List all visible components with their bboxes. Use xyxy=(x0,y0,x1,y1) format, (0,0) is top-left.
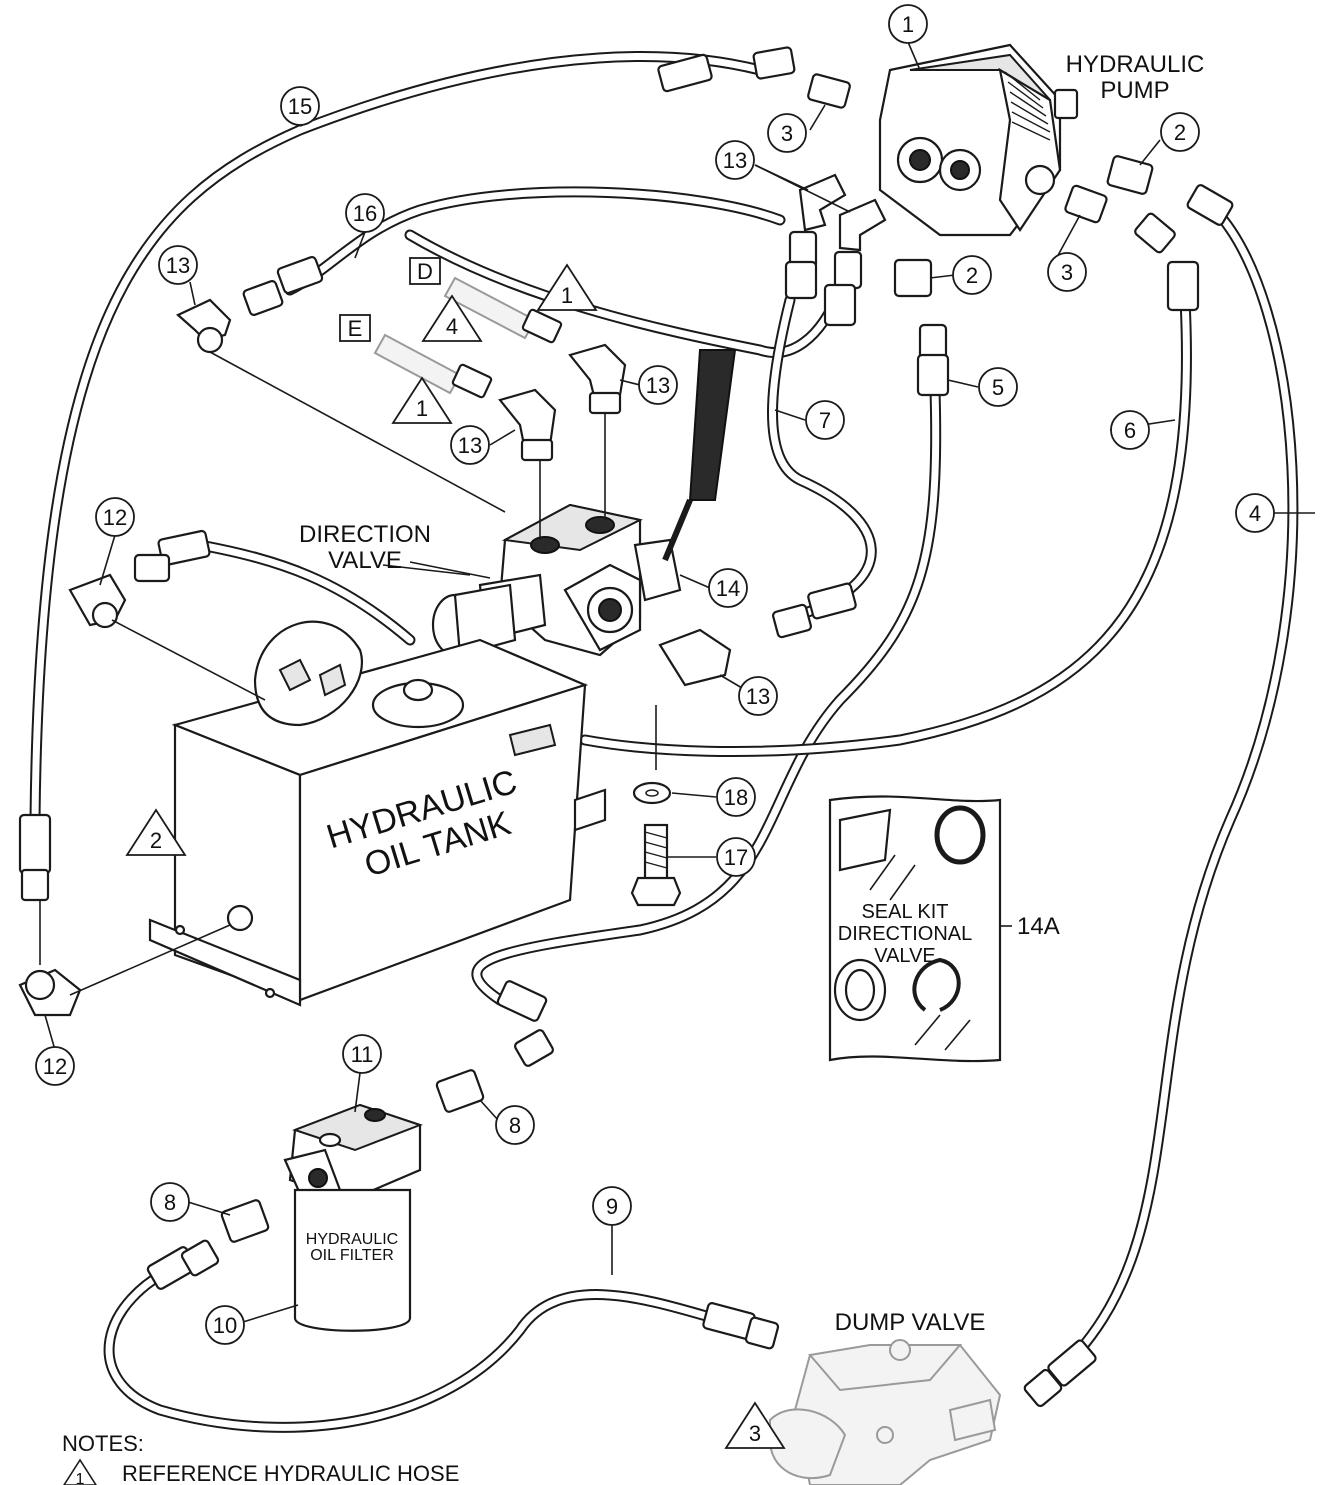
hose-ferrules xyxy=(18,46,1234,1408)
callout-9: 9 xyxy=(592,1186,632,1226)
triangle-1b-label: 1 xyxy=(416,396,428,421)
direction-valve xyxy=(431,349,737,657)
svg-text:14: 14 xyxy=(716,576,740,601)
svg-text:6: 6 xyxy=(1124,418,1136,443)
box-e-label: E xyxy=(348,316,363,341)
callout-14: 14 xyxy=(708,568,748,608)
filter-label-line2: OIL FILTER xyxy=(310,1247,394,1264)
triangle-3 xyxy=(724,1401,786,1449)
triangle-3-label: 3 xyxy=(749,1421,761,1446)
leader-lines xyxy=(39,41,1315,1323)
triangle-2 xyxy=(125,808,187,856)
callout-3b: 3 xyxy=(1047,252,1087,292)
callout-15: 15 xyxy=(280,86,320,126)
svg-text:8: 8 xyxy=(509,1113,521,1138)
notes-triangle-label: 1 xyxy=(76,1471,85,1485)
svg-text:3: 3 xyxy=(1061,260,1073,285)
hose-4 xyxy=(1044,204,1299,1386)
svg-text:2: 2 xyxy=(966,263,978,288)
seal-kit-ref-label: 14A xyxy=(1017,913,1060,940)
triangle-1a-label: 1 xyxy=(561,283,573,308)
svg-text:9: 9 xyxy=(606,1194,618,1219)
fittings xyxy=(18,73,1154,1243)
callout-17: 17 xyxy=(716,837,756,877)
callout-13e: 13 xyxy=(738,676,778,716)
callout-18: 18 xyxy=(716,777,756,817)
svg-text:13: 13 xyxy=(723,148,747,173)
svg-text:3: 3 xyxy=(781,121,793,146)
callout-13a: 13 xyxy=(715,140,755,180)
hoses xyxy=(29,51,1299,1433)
svg-text:4: 4 xyxy=(1249,501,1261,526)
triangle-4-label: 4 xyxy=(446,314,458,339)
callout-16: 16 xyxy=(345,193,385,233)
callout-11: 11 xyxy=(342,1034,382,1074)
svg-text:11: 11 xyxy=(351,1042,374,1067)
box-d-label: D xyxy=(417,259,433,284)
svg-text:12: 12 xyxy=(103,505,127,530)
svg-text:16: 16 xyxy=(353,201,377,226)
svg-text:10: 10 xyxy=(213,1313,237,1338)
hydraulic-oil-filter xyxy=(283,1103,423,1332)
callout-12a: 12 xyxy=(95,497,135,537)
dump-valve-label: DUMP VALVE xyxy=(835,1309,986,1336)
svg-text:13: 13 xyxy=(166,253,190,278)
callout-7: 7 xyxy=(805,400,845,440)
svg-text:18: 18 xyxy=(724,785,748,810)
note-1-text: REFERENCE HYDRAULIC HOSE xyxy=(122,1461,459,1485)
hydraulic-pump-label-line2: PUMP xyxy=(1100,77,1169,104)
svg-text:7: 7 xyxy=(819,408,831,433)
hydraulic-pump-label-line1: HYDRAULIC xyxy=(1066,51,1205,78)
hydraulic-oil-tank xyxy=(148,620,607,1007)
svg-text:17: 17 xyxy=(724,845,748,870)
dump-valve xyxy=(769,1339,1002,1485)
callout-3a: 3 xyxy=(767,113,807,153)
note-triangles: 1 4 1 2 3 xyxy=(125,263,786,1449)
callout-6: 6 xyxy=(1110,410,1150,450)
notes: NOTES: 1 REFERENCE HYDRAULIC HOSE xyxy=(62,1431,459,1485)
box-d xyxy=(409,257,441,285)
seal-kit xyxy=(828,795,1012,1063)
callout-13c: 13 xyxy=(638,365,678,405)
svg-text:15: 15 xyxy=(288,94,312,119)
callout-12b: 12 xyxy=(35,1046,75,1086)
svg-text:13: 13 xyxy=(458,433,482,458)
svg-text:5: 5 xyxy=(992,375,1004,400)
seal-kit-label-line3: VALVE xyxy=(874,945,936,967)
triangle-4 xyxy=(421,294,483,342)
callout-4: 4 xyxy=(1235,493,1275,533)
callouts: 1 3 2 13 2 3 15 16 13 5 13 7 6 13 4 12 1… xyxy=(35,4,1275,1345)
svg-text:13: 13 xyxy=(646,373,670,398)
callout-1: 1 xyxy=(888,4,928,44)
notes-heading: NOTES: xyxy=(62,1431,144,1456)
svg-text:13: 13 xyxy=(746,684,770,709)
svg-text:1: 1 xyxy=(902,12,914,37)
svg-text:12: 12 xyxy=(43,1054,67,1079)
triangle-1a xyxy=(536,263,598,311)
callout-13b: 13 xyxy=(158,245,198,285)
triangle-1b xyxy=(391,376,453,424)
notes-triangle xyxy=(63,1458,97,1485)
svg-text:8: 8 xyxy=(164,1190,176,1215)
callout-8b: 8 xyxy=(150,1182,190,1222)
direction-valve-label-line1: DIRECTION xyxy=(299,521,431,548)
seal-kit-label-line2: DIRECTIONAL xyxy=(838,923,972,945)
seal-kit-label-line1: SEAL KIT xyxy=(861,901,948,923)
callout-2b: 2 xyxy=(952,255,992,295)
svg-text:2: 2 xyxy=(1174,120,1186,145)
filter-label-line1: HYDRAULIC xyxy=(306,1231,398,1248)
hose-6 xyxy=(579,294,1192,758)
callout-5: 5 xyxy=(978,367,1018,407)
triangle-2-label: 2 xyxy=(150,828,162,853)
bolt-washer xyxy=(630,705,682,907)
box-e xyxy=(339,314,371,342)
callout-13d: 13 xyxy=(450,425,490,465)
callout-10: 10 xyxy=(205,1305,245,1345)
callout-2a: 2 xyxy=(1160,112,1200,152)
hydraulic-pump xyxy=(878,43,1079,237)
direction-valve-label-line2: VALVE xyxy=(328,547,402,574)
callout-8a: 8 xyxy=(495,1105,535,1145)
